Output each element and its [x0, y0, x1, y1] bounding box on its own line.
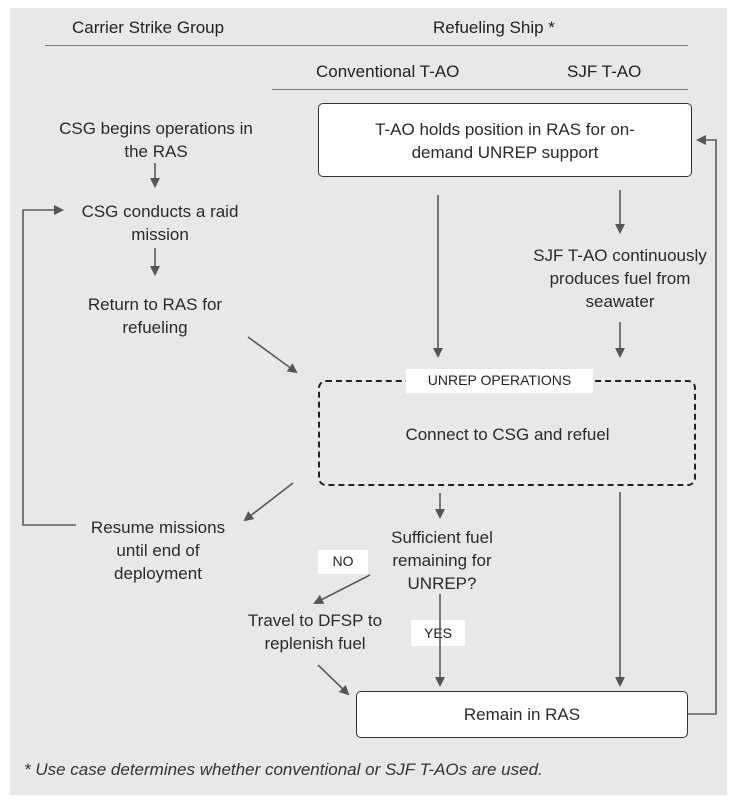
remain-in-ras-box: [356, 691, 688, 738]
arrow-decision-no: [313, 574, 371, 604]
header-refueling-ship: Refueling Ship *: [433, 18, 555, 37]
unrep-operations-label: UNREP OPERATIONS: [406, 369, 593, 393]
decision-sufficient-fuel: Sufficient fuel remaining for UNREP?: [391, 528, 493, 593]
step-remain-in-ras: Remain in RAS: [463, 705, 581, 724]
step-travel-dfsp: Travel to DFSP to replenish fuel: [247, 611, 383, 653]
step-connect-refuel: Connect to CSG and refuel: [405, 425, 610, 444]
step-sjf-produces: SJF T-AO continuously produces fuel from…: [533, 246, 707, 311]
hold-position-box: [318, 103, 692, 177]
step-resume-missions: Resume missions until end of deployment: [90, 518, 226, 583]
step-raid-mission: CSG conducts a raid mission: [81, 202, 239, 244]
header-sjf-tao: SJF T-AO: [567, 62, 642, 81]
arrow-travel-to-remain: [317, 664, 350, 696]
header-conventional-tao: Conventional T-AO: [316, 62, 460, 81]
step-csg-begins: CSG begins operations in the RAS: [59, 119, 253, 161]
loop-remain-to-hold: [688, 135, 717, 715]
loop-resume-to-raid: [22, 205, 76, 526]
header-divider-sub: [272, 89, 688, 90]
decision-yes-label: YES: [411, 620, 465, 646]
header-carrier-strike-group: Carrier Strike Group: [72, 18, 225, 37]
decision-no-label: NO: [318, 550, 368, 574]
step-hold-position: T-AO holds position in RAS for on-demand…: [375, 120, 635, 162]
footnote: * Use case determines whether convention…: [24, 760, 543, 779]
arrow-return-to-unrep: [247, 336, 298, 374]
header-divider-top: [45, 45, 688, 46]
arrow-unrep-to-resume: [243, 482, 294, 522]
step-return-to-ras: Return to RAS for refueling: [87, 295, 223, 337]
